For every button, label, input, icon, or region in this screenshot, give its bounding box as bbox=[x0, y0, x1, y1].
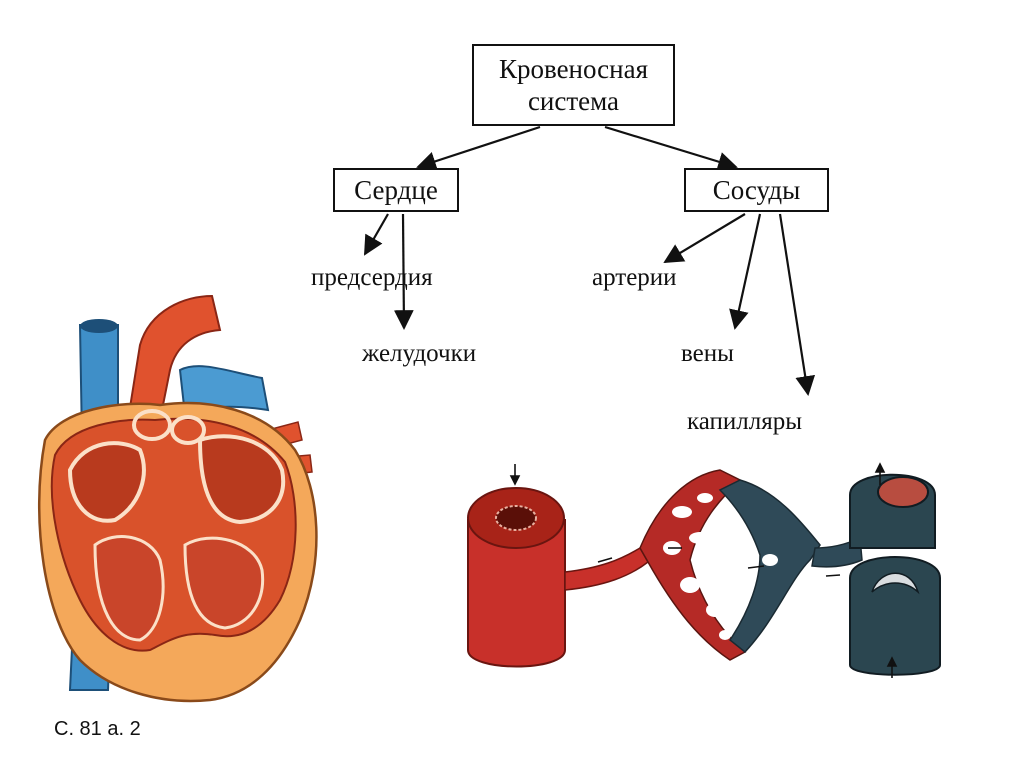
vein-lower-segment bbox=[849, 556, 941, 676]
branch-box-vessels: Сосуды bbox=[684, 168, 829, 212]
leaf-label-capillaries: капилляры bbox=[687, 408, 803, 435]
vein-upper-opening bbox=[877, 476, 929, 508]
connector-arrows bbox=[364, 125, 816, 396]
valve-ring-right bbox=[170, 415, 206, 445]
right-atrium-shape bbox=[197, 434, 286, 525]
arteriole-shape bbox=[564, 546, 649, 591]
page-reference-caption: С. 81 а. 2 bbox=[54, 718, 141, 740]
leaf-label-arteries: артерии bbox=[592, 264, 677, 291]
artery-cylinder bbox=[467, 519, 566, 668]
heart-illustration bbox=[37, 294, 318, 703]
root-box-circulatory-system: Кровеносная система bbox=[472, 44, 675, 126]
arrow-vessels-to-capillaries bbox=[778, 213, 816, 396]
vena-cava-top bbox=[80, 319, 118, 333]
capillary-network-red bbox=[639, 469, 747, 661]
leaf-label-atria: предсердия bbox=[311, 264, 433, 291]
arrow-root-to-heart bbox=[416, 125, 541, 171]
leaf-label-veins: вены bbox=[681, 340, 734, 367]
leaf-label-ventricles: желудочки bbox=[362, 340, 477, 367]
vein-valve bbox=[871, 572, 920, 595]
arrow-root-to-vessels bbox=[604, 125, 738, 172]
flow-arrows bbox=[509, 462, 898, 678]
arrow-heart-to-ventricles bbox=[393, 213, 414, 330]
vessels-illustration bbox=[467, 462, 941, 678]
left-atrium-shape bbox=[67, 441, 146, 523]
branch-box-heart: Сердце bbox=[333, 168, 459, 212]
valve-ring-left bbox=[132, 409, 172, 441]
arrow-heart-to-atria bbox=[364, 213, 389, 256]
aorta-shape bbox=[126, 294, 222, 421]
right-ventricle-shape bbox=[183, 536, 265, 630]
arrow-vessels-to-veins bbox=[729, 213, 762, 330]
arrow-vessels-to-arteries bbox=[663, 213, 746, 264]
artery-lumen bbox=[495, 505, 537, 531]
left-ventricle-shape bbox=[93, 535, 165, 642]
capillary-mesh bbox=[663, 493, 778, 640]
